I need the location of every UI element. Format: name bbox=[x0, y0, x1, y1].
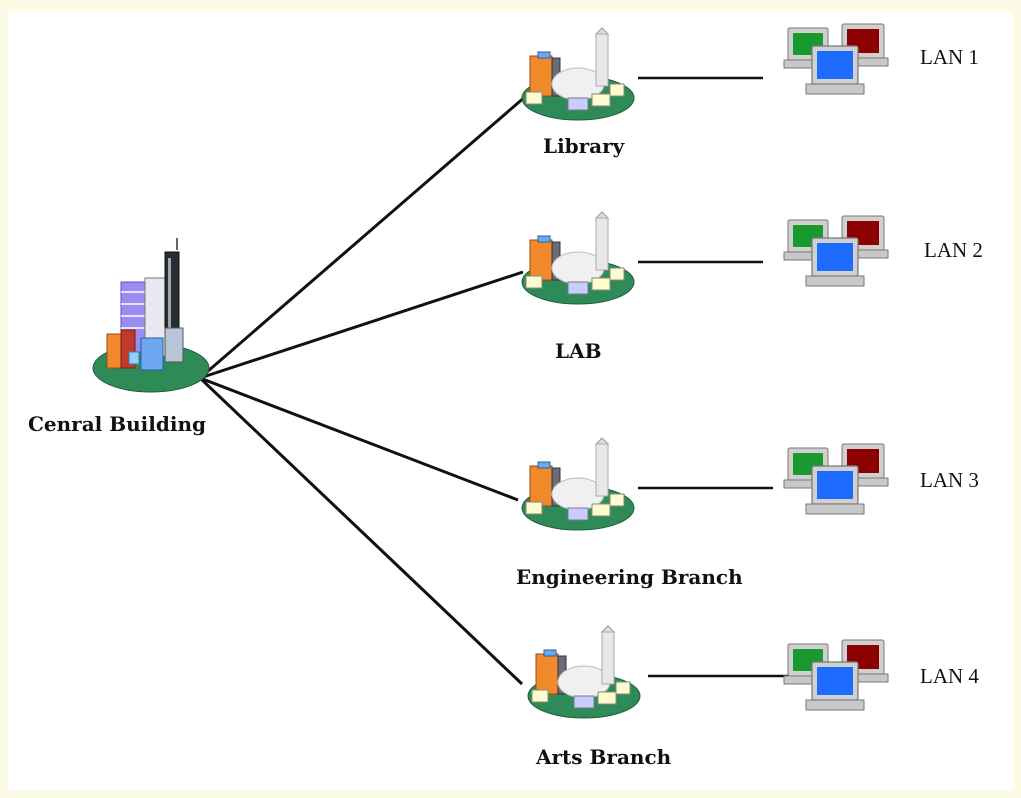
link-central-to-library bbox=[199, 94, 527, 380]
branch-label-engineering: Engineering Branch bbox=[516, 565, 743, 589]
lan-label-4: LAN 4 bbox=[920, 664, 979, 688]
computers-icon bbox=[783, 215, 889, 287]
branch-label-library: Library bbox=[543, 134, 625, 158]
computers-icon bbox=[783, 23, 889, 95]
branch-label-lab: LAB bbox=[555, 339, 602, 363]
lan-label-3: LAN 3 bbox=[920, 468, 979, 492]
link-central-to-arts bbox=[198, 376, 524, 686]
network-links bbox=[198, 76, 798, 686]
campus-building-icon bbox=[521, 27, 635, 121]
network-diagram bbox=[92, 23, 889, 719]
diagram-canvas: Cenral Building Library LAB Engineering … bbox=[8, 12, 1013, 790]
computers-icon bbox=[783, 639, 889, 711]
lan-label-1: LAN 1 bbox=[920, 45, 979, 69]
link-central-to-engineering bbox=[199, 376, 519, 502]
link-central-to-lab bbox=[199, 270, 524, 380]
campus-building-icon bbox=[521, 437, 635, 531]
branch-label-arts: Arts Branch bbox=[536, 745, 672, 769]
campus-building-icon bbox=[521, 211, 635, 305]
central-building-label: Cenral Building bbox=[28, 412, 206, 436]
computers-icon bbox=[783, 443, 889, 515]
campus-building-icon bbox=[527, 625, 641, 719]
lan-label-2: LAN 2 bbox=[924, 238, 983, 262]
central-building-icon bbox=[92, 237, 210, 393]
